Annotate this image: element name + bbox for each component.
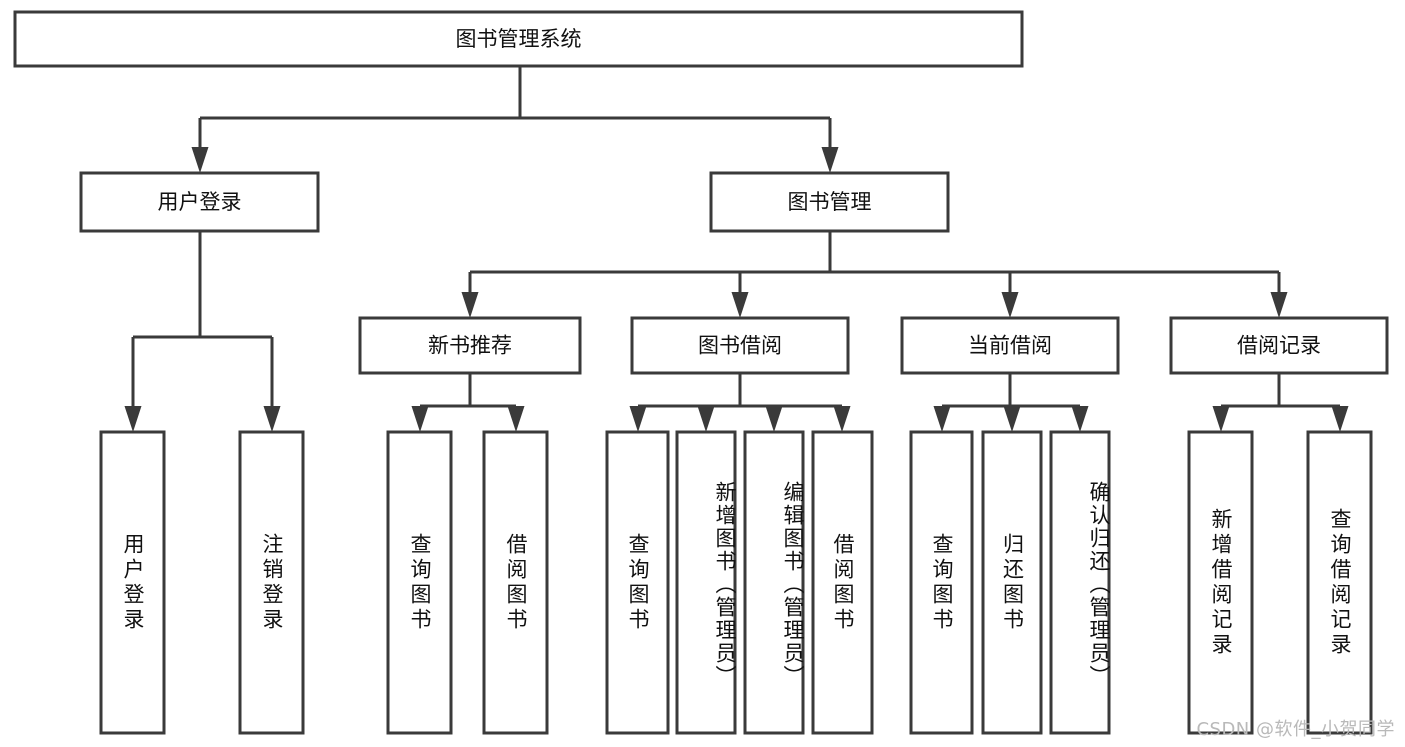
node-box-leaf-4[interactable] [605,430,670,735]
node-label-level3-0: 新书推荐 [428,334,512,358]
node-label-root: 图书管理系统 [456,27,582,51]
arrow-head-icon [765,406,783,432]
node-box-leaf-11[interactable] [1187,430,1254,735]
arrow-head-icon [697,406,715,432]
node-box-level3-1[interactable] [630,316,850,375]
arrow-head-icon [1001,292,1019,318]
arrow-head-icon [1003,406,1021,432]
arrow-head-icon [1270,292,1288,318]
node-box-root[interactable] [13,10,1024,68]
csdn-watermark: CSDN @软件_小贺同学 [1196,719,1395,740]
arrow-head-icon [411,406,429,432]
arrow-head-icon [1071,406,1089,432]
node-box-leaf-1[interactable] [238,430,305,735]
node-label-level2-1: 图书管理 [788,190,872,214]
node-box-leaf-10[interactable] [1049,430,1111,735]
arrow-head-icon [124,406,142,432]
arrow-head-icon [833,406,851,432]
node-box-leaf-5[interactable] [675,430,737,735]
node-box-leaf-8[interactable] [909,430,974,735]
node-box-leaf-6[interactable] [743,430,805,735]
node-box-leaf-7[interactable] [811,430,874,735]
node-box-level3-2[interactable] [900,316,1120,375]
arrow-head-icon [1331,406,1349,432]
arrow-head-icon [1212,406,1230,432]
node-box-level2-0[interactable] [79,171,320,233]
arrow-head-icon [461,292,479,318]
node-box-leaf-2[interactable] [386,430,453,735]
node-box-leaf-12[interactable] [1306,430,1373,735]
arrow-head-icon [507,406,525,432]
arrow-head-icon [629,406,647,432]
node-box-level3-0[interactable] [358,316,582,375]
node-box-leaf-0[interactable] [99,430,166,735]
node-label-level3-2: 当前借阅 [968,334,1052,358]
node-box-level3-3[interactable] [1169,316,1389,375]
node-label-level3-3: 借阅记录 [1237,334,1321,358]
arrow-head-icon [731,292,749,318]
arrow-head-icon [933,406,951,432]
node-label-level2-0: 用户登录 [158,190,242,214]
node-label-level3-1: 图书借阅 [698,334,782,358]
node-box-level2-1[interactable] [709,171,950,233]
arrow-head-icon [821,147,839,173]
arrow-head-icon [191,147,209,173]
node-box-leaf-3[interactable] [482,430,549,735]
node-box-leaf-9[interactable] [981,430,1043,735]
arrow-head-icon [263,406,281,432]
